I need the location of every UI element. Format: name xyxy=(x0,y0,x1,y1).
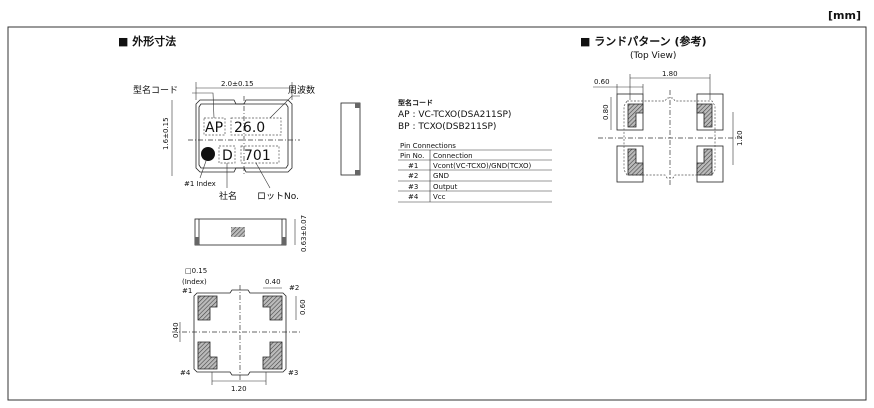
marking-model: AP xyxy=(205,120,223,136)
thickness-dim: 0.63±0.07 xyxy=(300,215,308,252)
side-view-right xyxy=(340,102,361,176)
top-view: 型名コード 周波数 2.0±0.15 1.6±0.15 AP 26.0 D 70… xyxy=(133,80,315,202)
frame xyxy=(7,26,867,401)
unit-label: [mm] xyxy=(828,9,861,22)
pin-cell: #2 xyxy=(408,172,418,180)
marking-maker: D xyxy=(222,148,233,164)
model-ap: AP : VC-TCXO(DSA211SP) xyxy=(398,110,511,120)
pin2-label: #2 xyxy=(289,284,299,292)
pin-cell: #4 xyxy=(408,193,419,201)
land-pattern: 1.80 0.60 0.80 1.20 xyxy=(593,70,744,186)
connection-cell: Vcc xyxy=(433,193,446,201)
land-heading: ■ ランドパターン (参考) xyxy=(580,34,707,48)
connection-cell: GND xyxy=(433,172,449,180)
height-dim: 1.6±0.15 xyxy=(162,117,170,150)
connection-cell: Vcont(VC-TCXO)/GND(TCXO) xyxy=(433,162,531,170)
pin4-label: #4 xyxy=(180,369,191,377)
pin-table: Pin No. Connection #1 Vcont(VC-TCXO)/GND(… xyxy=(398,149,552,203)
pad-height-dim: 0.60 xyxy=(299,299,307,315)
land-pad-width-dim: 0.60 xyxy=(594,78,610,86)
model-code-title: 型名コード xyxy=(398,98,433,107)
pitch-dim: 1.20 xyxy=(231,385,247,393)
pin1-label: #1 xyxy=(182,287,192,295)
marking-lot: 701 xyxy=(244,148,271,164)
frequency-callout: 周波数 xyxy=(288,84,315,96)
marking-frequency: 26.0 xyxy=(234,120,265,136)
width-dim: 2.0±0.15 xyxy=(221,80,254,88)
bottom-view: □0.15 (Index) #1 0.40 #2 0.60 0.40 #4 #3… xyxy=(172,267,307,393)
connection-cell: Output xyxy=(433,183,458,191)
index-label: #1 Index xyxy=(184,180,216,188)
connection-col-header: Connection xyxy=(433,152,473,160)
pin3-label: #3 xyxy=(288,369,298,377)
pin-connections-title: Pin Connections xyxy=(400,142,456,150)
top-view-label: (Top View) xyxy=(630,51,676,61)
maker-label: 社名 xyxy=(219,190,237,202)
side-view-bottom: 0.63±0.07 xyxy=(194,215,308,252)
bottom-index-label: (Index) xyxy=(182,278,207,286)
outline-heading: ■ 外形寸法 xyxy=(118,34,176,48)
pad-gap-dim: 0.40 xyxy=(172,322,180,338)
model-bp: BP : TCXO(DSB211SP) xyxy=(398,122,496,132)
model-code-callout: 型名コード xyxy=(133,84,178,96)
land-pad-height-dim: 0.80 xyxy=(602,104,610,120)
pad-width-dim: 0.40 xyxy=(265,278,281,286)
index-size-dim: □0.15 xyxy=(185,267,207,275)
pin-col-header: Pin No. xyxy=(400,152,424,160)
land-pitch-x-dim: 1.80 xyxy=(662,70,678,78)
lot-label: ロットNo. xyxy=(257,192,299,202)
pin-cell: #1 xyxy=(408,162,418,170)
pin-cell: #3 xyxy=(408,183,418,191)
land-pitch-y-dim: 1.20 xyxy=(736,130,744,146)
